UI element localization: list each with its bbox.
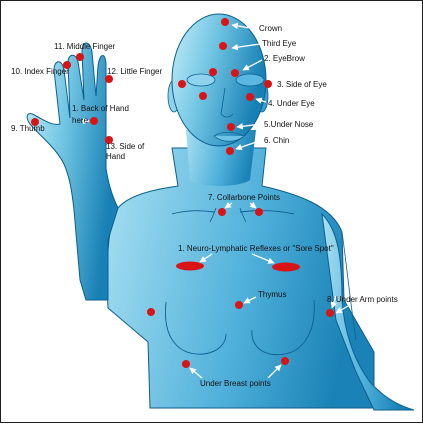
label-chin: 6. Chin (264, 136, 289, 145)
arrow-under-arm-1 (330, 295, 337, 309)
sternum-line-left (209, 207, 217, 223)
back-of-hand-point-icon (90, 117, 98, 125)
arrow-third-eye (231, 43, 261, 51)
right-eye (235, 73, 265, 87)
arrow-chin (235, 139, 263, 151)
sore-spot-right-icon (272, 262, 300, 272)
label-collarbone: 7. Collarbone Points (208, 193, 280, 202)
mouth-upper (213, 131, 245, 137)
middle-finger-point-icon (76, 53, 84, 61)
under-eye-right-point-icon (246, 93, 254, 101)
label-under-nose: 5.Under Nose (264, 120, 314, 129)
point-labels: Crown Third Eye 2. EyeBrow 3. Side of Ey… (11, 24, 398, 388)
label-under-eye: 4. Under Eye (268, 99, 315, 108)
under-nose-point-icon (227, 123, 235, 131)
side-of-hand-point-icon (105, 136, 113, 144)
left-breast-contour (164, 301, 227, 355)
side-eye-right-point-icon (264, 80, 272, 88)
side-eye-left-point-icon (178, 80, 186, 88)
label-index-finger: 10. Index Finger (11, 67, 69, 76)
arrow-eyebrow (242, 59, 263, 71)
arrow-crown (231, 22, 257, 30)
arrow-collarbone-right (249, 201, 257, 209)
right-breast-contour (251, 299, 315, 356)
label-sore-spot: 1. Neuro-Lymphatic Reflexes or "Sore Spo… (178, 244, 334, 253)
neck (186, 130, 256, 186)
label-little-finger: 12. Little Finger (107, 67, 162, 76)
left-collarbone (171, 210, 215, 215)
tapping-points (31, 18, 334, 368)
arrow-under-breast-right (267, 364, 282, 379)
arrow-collarbone-left (224, 201, 233, 209)
collarbone-left-point-icon (218, 208, 226, 216)
arrow-thymus (243, 296, 257, 304)
little-finger-point-icon (105, 75, 113, 83)
left-arm-and-hand (26, 42, 119, 301)
label-crown: Crown (259, 24, 282, 33)
arrow-under-eye (255, 97, 267, 104)
sternum-line-right (239, 207, 247, 223)
collarbone-right-point-icon (255, 208, 263, 216)
arrow-sore-spot-left (199, 253, 213, 263)
label-eyebrow: 2. EyeBrow (264, 54, 305, 63)
arm-side-contour (341, 231, 357, 341)
nose (220, 87, 234, 118)
index-finger-point-icon (63, 61, 71, 69)
arrow-under-arm-2 (335, 305, 349, 314)
label-back-of-hand-2: here (72, 116, 89, 125)
mouth-lower (213, 135, 245, 142)
arrow-sore-spot-right (251, 253, 275, 264)
label-side-of-hand-1: 13. Side of (106, 142, 145, 151)
under-breast-right-point-icon (281, 357, 289, 365)
label-side-of-hand-2: Hand (106, 152, 125, 161)
eyebrow-right-point-icon (231, 69, 239, 77)
label-side-of-eye: 3. Side of Eye (277, 80, 327, 89)
left-eye (186, 73, 216, 87)
under-arm-left-point-icon (147, 308, 155, 316)
arrow-under-breast-left (189, 367, 203, 379)
third-eye-point-icon (219, 42, 227, 50)
arrow-under-nose (236, 123, 263, 130)
under-breast-left-point-icon (182, 360, 190, 368)
label-middle-finger: 11. Middle Finger (54, 42, 116, 51)
under-eye-left-point-icon (199, 92, 207, 100)
eyebrow-left-point-icon (209, 68, 217, 76)
label-under-breast: Under Breast points (200, 379, 271, 388)
thumb-point-icon (31, 118, 39, 126)
thymus-point-icon (235, 301, 243, 309)
under-arm-right-point-icon (326, 309, 334, 317)
crown-point-icon (221, 18, 229, 26)
label-thymus: Thymus (258, 290, 286, 299)
right-collarbone (239, 210, 295, 215)
chin-point-icon (226, 147, 234, 155)
label-under-arm: 8. Under Arm points (327, 295, 398, 304)
pointer-arrows (82, 22, 349, 379)
label-thumb: 9. Thumb (11, 124, 45, 133)
sore-spot-left-icon (176, 261, 204, 271)
label-back-of-hand-1: 1. Back of Hand (72, 104, 129, 113)
label-third-eye: Third Eye (262, 39, 297, 48)
